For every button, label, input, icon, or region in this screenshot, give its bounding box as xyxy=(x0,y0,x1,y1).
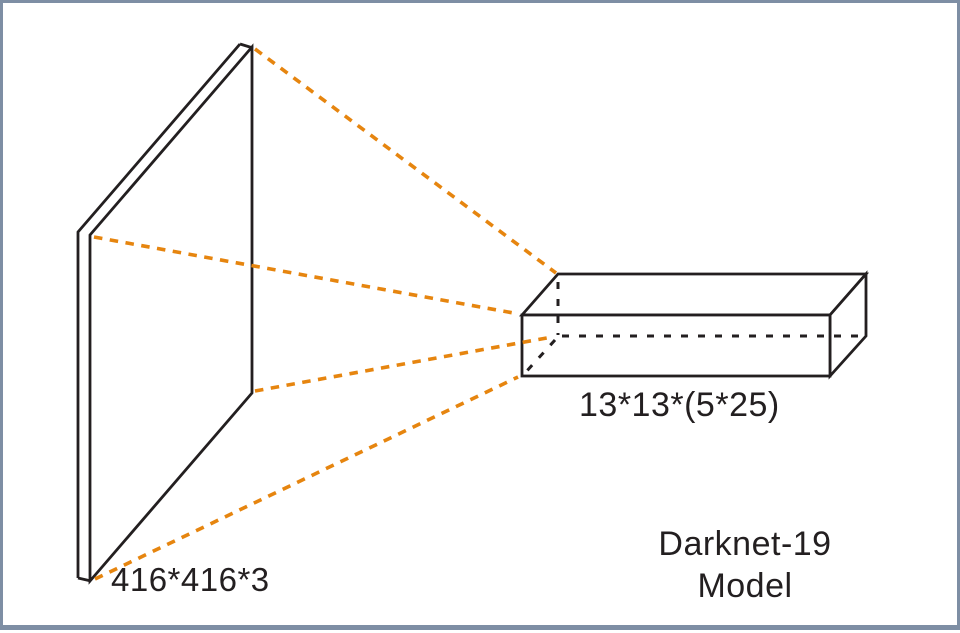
output-box-hidden-diagonal-edge xyxy=(523,338,557,375)
projection-line-top xyxy=(253,47,558,275)
output-box-front-face xyxy=(520,313,832,378)
projection-lines xyxy=(93,47,558,581)
projection-line-bottom xyxy=(94,375,519,581)
diagram-canvas xyxy=(76,42,870,585)
projection-line-upper-middle xyxy=(93,235,520,316)
output-dims-label: 13*13*(5*25) xyxy=(579,386,780,424)
input-plane-front-face xyxy=(88,43,254,585)
model-name-label: Darknet-19 Model xyxy=(621,523,869,607)
model-name-line2: Model xyxy=(697,567,793,605)
input-plane-back-edges xyxy=(76,43,242,578)
input-plane xyxy=(76,42,254,585)
output-box xyxy=(518,270,870,380)
projection-line-lower-middle xyxy=(254,335,553,393)
output-box-top-face xyxy=(518,272,870,317)
input-dims-label: 416*416*3 xyxy=(111,561,270,598)
model-name-line1: Darknet-19 xyxy=(658,525,832,563)
